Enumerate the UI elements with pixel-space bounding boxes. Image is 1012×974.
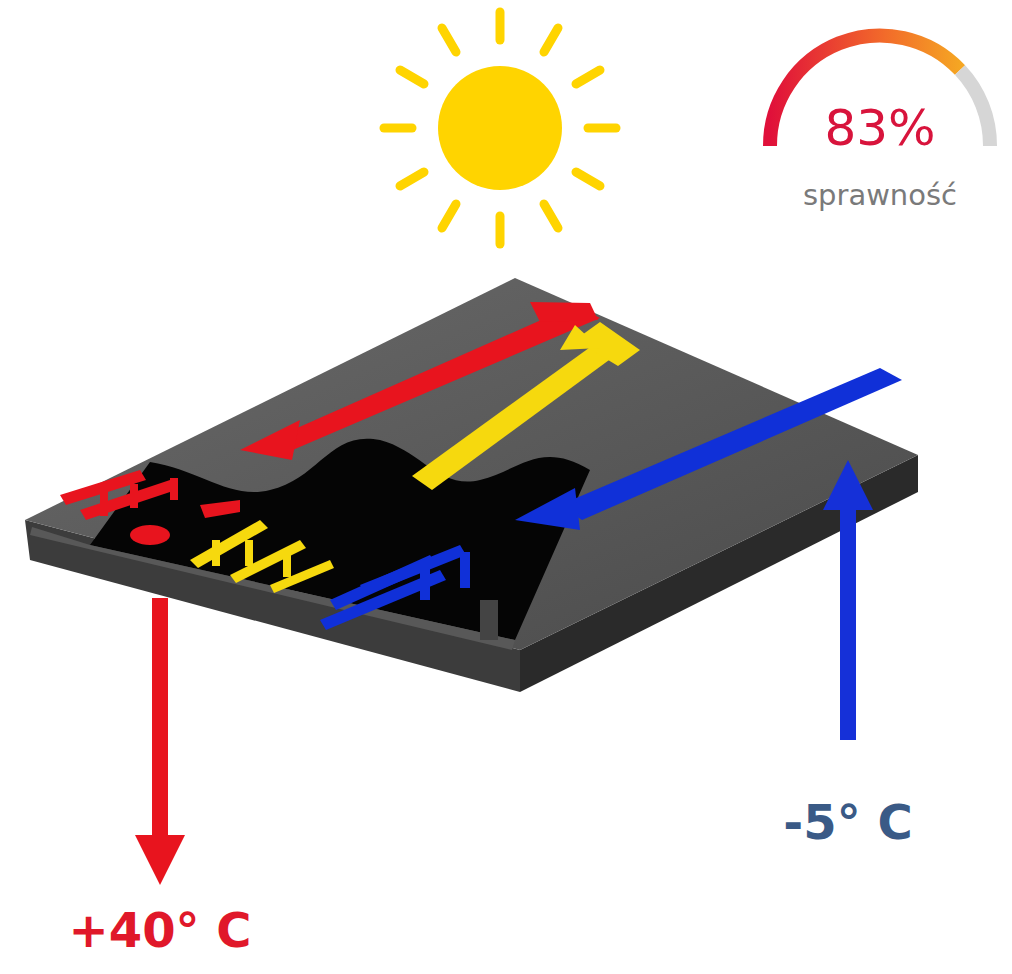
sun-icon bbox=[384, 12, 616, 244]
efficiency-value: 83% bbox=[824, 101, 935, 156]
cold-air-arrow bbox=[823, 460, 873, 740]
inner-channels bbox=[60, 470, 470, 630]
warm-air-arrow bbox=[135, 598, 185, 885]
efficiency-caption: sprawność bbox=[803, 180, 957, 212]
flow-arrows bbox=[240, 302, 902, 530]
inlet-temperature: -5° C bbox=[783, 796, 912, 849]
outlet-temperature: +40° C bbox=[69, 904, 252, 957]
